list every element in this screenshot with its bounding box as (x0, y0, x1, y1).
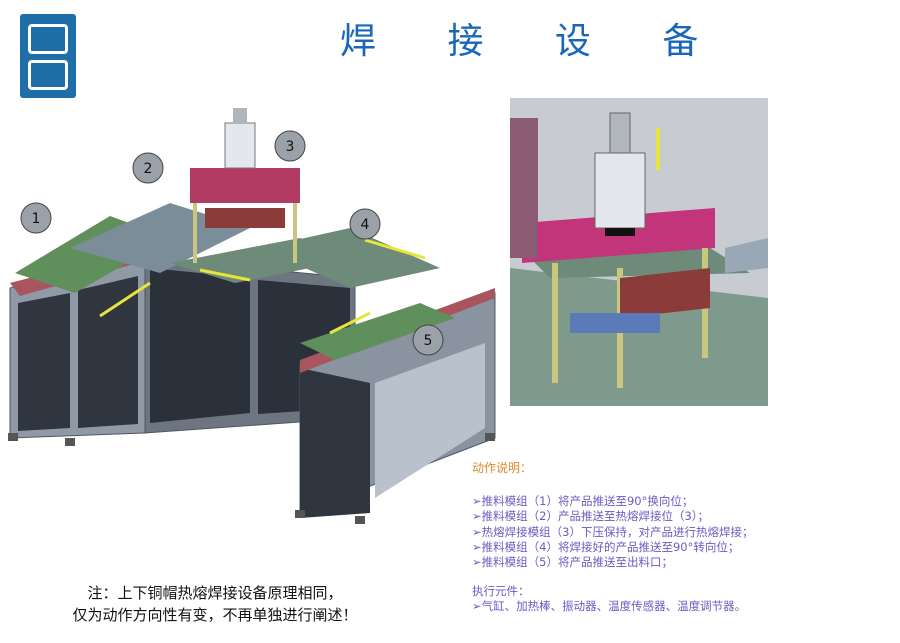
description-item: ➢推料模组（5）将产品推送至出料口； (472, 555, 673, 570)
callout-5: 5 (412, 324, 444, 356)
callout-2: 2 (132, 152, 164, 184)
description-item: ➢推料模组（1）将产品推送至90°换向位； (472, 494, 694, 509)
press-module-detail-figure (510, 98, 768, 406)
components-list: ➢气缸、加热棒、振动器、温度传感器、温度调节器。 (472, 599, 747, 614)
callout-4: 4 (349, 208, 381, 240)
svg-text:1: 1 (32, 211, 41, 227)
page-title: 焊 接 设 备 (340, 21, 729, 62)
machine-overview-figure: 1 2 3 4 5 (8, 108, 496, 524)
svg-text:4: 4 (361, 217, 370, 233)
description-item: ➢热熔焊接模组（3）下压保持，对产品进行热熔焊接； (472, 524, 754, 539)
description-heading: 动作说明： (472, 461, 533, 475)
note-line-1: 注：上下铜帽热熔焊接设备原理相同， (87, 584, 343, 602)
action-description: 动作说明： ➢推料模组（1）将产品推送至90°换向位； ➢推料模组（2）产品推送… (472, 461, 892, 615)
svg-text:2: 2 (144, 161, 153, 177)
callout-3: 3 (274, 130, 306, 162)
note: 注：上下铜帽热熔焊接设备原理相同， 仅为动作方向性有变，不再单独进行阐述！ (30, 582, 400, 626)
note-line-2: 仅为动作方向性有变，不再单独进行阐述！ (72, 606, 358, 624)
description-item: ➢推料模组（2）产品推送至热熔焊接位（3）； (472, 509, 710, 524)
company-logo (20, 14, 76, 98)
svg-text:5: 5 (424, 333, 433, 349)
components-heading: 执行元件： (472, 584, 530, 599)
callout-1: 1 (20, 202, 52, 234)
description-item: ➢推料模组（4）将焊接好的产品推送至90°转向位； (472, 539, 740, 554)
svg-text:3: 3 (286, 139, 295, 155)
